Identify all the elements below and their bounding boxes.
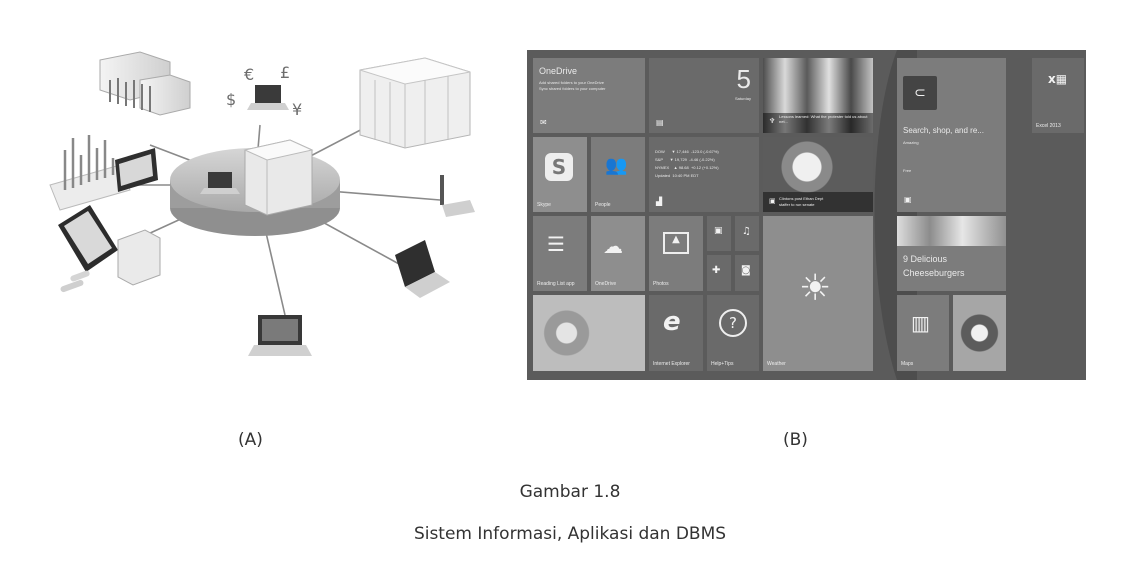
people-icon: 👥 [605, 155, 628, 176]
weather-label: Weather [767, 361, 786, 367]
figure-a-label: (A) [238, 430, 263, 450]
network-diagram: $ € £ ¥ [49, 51, 475, 356]
map-icon: ▥ [911, 311, 930, 335]
dollar-icon: $ [226, 90, 236, 109]
calendar-day: 5 [736, 64, 751, 94]
finance-row3: NYMEX ▲ 98.68 +0.12 (+0.12%) [655, 165, 719, 170]
figure-b-label: (B) [783, 430, 808, 450]
caption-title: Sistem Informasi, Aplikasi dan DBMS [413, 524, 727, 544]
photo-flowers-tile[interactable] [533, 295, 645, 371]
store-tile[interactable]: ⊂ Search, shop, and re... Amazing Free ▣ [897, 58, 1006, 212]
bar-charts-icon [49, 135, 131, 211]
skype-icon: S [545, 153, 573, 181]
calendar-icon: ▤ [656, 118, 664, 127]
photos-icon: ▲ [663, 232, 689, 254]
mail-icon: ✉ [540, 118, 547, 127]
reading-list-icon: ☰ [547, 232, 565, 256]
caption-number: Gambar 1.8 [519, 482, 621, 502]
news-crowd-tile[interactable]: ♆ Lessons learned: What the protester to… [763, 58, 873, 133]
food-photo-tile[interactable] [953, 295, 1006, 371]
sun-icon: ☀ [799, 268, 832, 309]
food-line1: 9 Delicious [903, 254, 948, 264]
usb-devices-icon [60, 270, 90, 293]
reading-list-label: Reading List app [537, 281, 575, 287]
video-icon: ▣ [714, 226, 723, 236]
hub-laptop-icon [200, 172, 240, 194]
onedrive-sub1: Add shared folders to your OneDrive [539, 80, 604, 85]
tablet-chart-icon [58, 205, 118, 272]
help-tips-tile[interactable]: ? Help+Tips [707, 295, 759, 371]
trophy-icon: ♆ [769, 117, 776, 125]
ie-label: Internet Explorer [653, 361, 690, 367]
finance-row1: DOW ▼ 17,446 -123.0 (-0.67%) [655, 149, 719, 154]
internet-explorer-tile[interactable]: e Internet Explorer [649, 295, 703, 371]
onedrive-small-label: OneDrive [595, 281, 617, 287]
figure-a-network-illustration: $ € £ ¥ [30, 40, 510, 390]
calendar-weekday: Saturday [734, 96, 751, 101]
news-icon: ▣ [769, 197, 776, 205]
camera-icon: ◙ [741, 265, 751, 276]
store-search: Search, shop, and re... [903, 126, 984, 135]
onedrive-small-tile[interactable]: ☁ OneDrive [591, 216, 645, 291]
excel-label: Excel 2013 [1036, 123, 1061, 129]
finance-row4: Updated 10:40 PM EDT [655, 173, 699, 178]
news-politics-tile[interactable]: ▣ Clintons post Ethan Dept staffer to ru… [763, 137, 873, 212]
small-server-icon [117, 229, 161, 286]
cloud-icon: ☁ [603, 234, 623, 258]
store-sub: Amazing [903, 140, 919, 145]
store-app-icon: ⊂ [903, 76, 937, 110]
bottom-laptop-icon [248, 315, 312, 356]
warehouse-rack-icon [359, 57, 471, 149]
currency-symbols: $ € £ ¥ [226, 63, 302, 119]
food-line2: Cheeseburgers [903, 268, 965, 278]
headphones-icon: ♫ [742, 226, 751, 237]
food-tile[interactable]: 9 Delicious Cheeseburgers [897, 216, 1006, 291]
monitor-chart-icon [115, 148, 158, 192]
pound-icon: £ [280, 63, 290, 82]
maps-label: Maps [901, 361, 914, 367]
yen-icon: ¥ [292, 100, 302, 119]
excel-icon: x▦ [1048, 72, 1068, 86]
gamepad-icon: ✚ [712, 265, 721, 276]
skype-label: Skype [537, 202, 551, 208]
people-tile[interactable]: 👥 People [591, 137, 645, 212]
store-bag-icon: ▣ [904, 195, 912, 204]
news2-caption2: staffer to run senate [779, 202, 815, 207]
euro-icon: € [244, 65, 254, 84]
onedrive-title: OneDrive [539, 66, 578, 76]
shipping-boxes-icon [99, 51, 191, 116]
finance-laptop-icon [247, 85, 289, 110]
lower-right-laptop-icon [395, 240, 450, 298]
ie-icon: e [663, 307, 681, 337]
excel-tile[interactable]: x▦ Excel 2013 [1032, 58, 1084, 133]
onedrive-tile[interactable]: OneDrive Add shared folders to your OneD… [533, 58, 645, 133]
finance-row2: S&P ▼ 19,729 -4.46 (-0.22%) [655, 157, 715, 162]
help-icon: ? [719, 309, 747, 337]
people-label: People [595, 202, 611, 208]
games-tile[interactable]: ✚ [707, 255, 731, 291]
food-photo [897, 216, 1006, 246]
news1-caption: Lessons learned: What the protester told… [779, 114, 868, 124]
photos-tile[interactable]: ▲ Photos [649, 216, 703, 291]
camera-tile[interactable]: ◙ [735, 255, 759, 291]
video-tile[interactable]: ▣ [707, 216, 731, 251]
skype-tile[interactable]: S Skype [533, 137, 587, 212]
news2-caption1: Clintons post Ethan Dept [779, 196, 824, 201]
onedrive-sub2: Sync shared folders to your computer [539, 86, 606, 91]
reading-list-tile[interactable]: ☰ Reading List app [533, 216, 587, 291]
calendar-tile[interactable]: 5 Saturday ▤ [649, 58, 759, 133]
chart-icon: ▟ [656, 197, 663, 206]
store-free: Free [903, 168, 912, 173]
figure-b-start-screen: OneDrive Add shared folders to your OneD… [527, 50, 1086, 380]
music-tile[interactable]: ♫ [735, 216, 759, 251]
photos-label: Photos [653, 281, 669, 287]
weather-tile[interactable]: ☀ Weather [763, 216, 873, 371]
finance-tile[interactable]: DOW ▼ 17,446 -123.0 (-0.67%) S&P ▼ 19,72… [649, 137, 759, 212]
help-label: Help+Tips [711, 361, 734, 367]
right-laptop-icon [440, 175, 475, 217]
maps-tile[interactable]: ▥ Maps [897, 295, 949, 371]
central-server-icon [243, 139, 314, 216]
